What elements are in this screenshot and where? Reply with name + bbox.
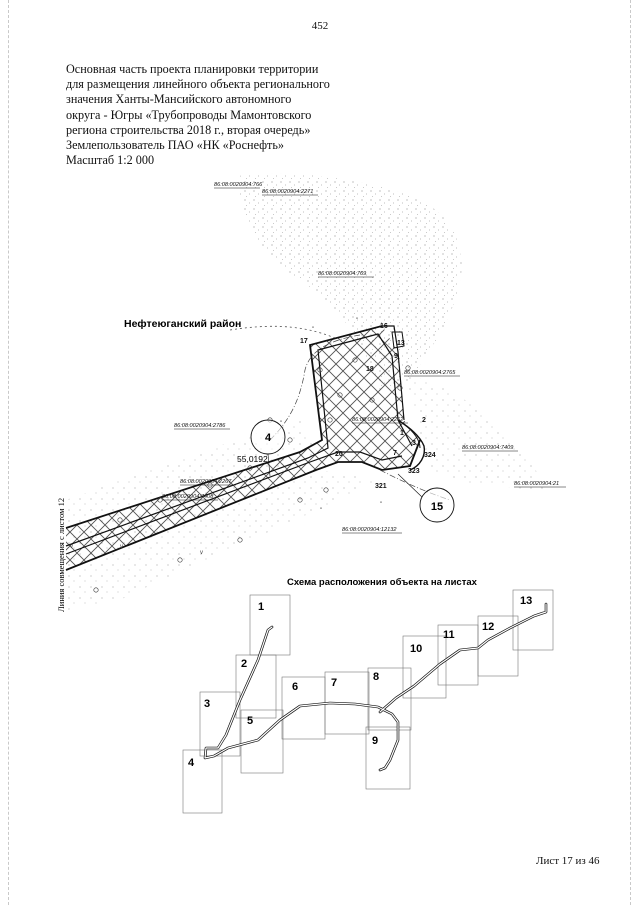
inset-sheet-frame: [182, 749, 223, 814]
inset-sheet-frame: [199, 691, 241, 757]
inset-sheet-label: 8: [373, 671, 379, 683]
sheet-marker-label: 15: [431, 501, 443, 513]
cadastral-label: 86:08:0020904:2262: [352, 417, 404, 423]
svg-text:'': '': [320, 508, 322, 514]
inset-sheet-frame: [240, 709, 284, 774]
inset-sheet-label: 3: [204, 698, 210, 710]
cadastral-label: 86:08:0020904:769: [318, 271, 366, 277]
inset-sheet-label: 10: [410, 643, 422, 655]
svg-text:v: v: [120, 544, 123, 550]
cadastral-label: 86:08:0020904:766: [214, 182, 263, 188]
inset-sheet-frame: [281, 676, 326, 740]
inset-sheet-label: 11: [443, 629, 455, 641]
title-line: региона строительства 2018 г., вторая оч…: [66, 122, 311, 137]
district-border: [229, 325, 336, 339]
inset-sheet-frame: [477, 615, 519, 677]
svg-text:v: v: [70, 544, 73, 550]
inset-sheet-label: 9: [372, 735, 378, 747]
point-label: 18: [366, 366, 374, 373]
title-line: Основная часть проекта планировки террит…: [66, 62, 319, 76]
svg-text:'': '': [356, 318, 358, 324]
pipeline-corridor: [65, 325, 426, 571]
title-line: Землепользователь ПАО «НК «Роснефть»: [66, 138, 285, 153]
title-line: округа - Югры «Трубопроводы Мамонтовског…: [66, 107, 312, 122]
cadastral-label: 86:08:0020904:2786: [174, 423, 226, 429]
inset-route-inner: [204, 603, 547, 771]
inset-sheet-label: 7: [331, 677, 337, 689]
svg-text:'': '': [380, 502, 382, 508]
title-block: Основная часть проекта планировки террит…: [66, 62, 396, 168]
inset-title: Схема расположения объекта на листах: [287, 577, 478, 588]
inset-sheet-label: 12: [482, 621, 494, 633]
inset-sheet-label: 2: [241, 658, 247, 670]
scan-edge-left: [8, 0, 9, 905]
point-label: 2: [422, 417, 426, 424]
distance-label: 55,0192: [237, 454, 268, 464]
point-label: 16: [380, 323, 388, 330]
inset-sheet-label: 5: [247, 715, 253, 727]
cadastral-boundary: [269, 334, 361, 441]
district-label: Нефтеюганский район: [124, 318, 241, 330]
point-label: 3: [412, 440, 416, 447]
scan-edge-right: [630, 0, 631, 905]
point-label: 321: [375, 483, 387, 490]
cadastral-label: 86:08:0020904:2267: [180, 479, 232, 485]
point-label: 323: [408, 468, 420, 475]
sheet-marker-circle: [419, 487, 455, 523]
sheet-marker-label: 4: [265, 432, 272, 444]
title-line: для размещения линейного объекта региона…: [66, 77, 330, 92]
title-line: значения Ханты-Мансийского автономного: [66, 92, 292, 107]
inset-sheet-frame: [402, 635, 447, 699]
point-label: 7: [393, 450, 397, 457]
cadastral-label: 86:08:0020904:7408: [162, 494, 214, 500]
inset-sheet-label: 4: [188, 757, 195, 769]
inset-sheet-frame: [365, 726, 411, 790]
page-number: 452: [311, 20, 329, 32]
point-label: 13: [397, 340, 405, 347]
point-label: 20: [335, 451, 343, 458]
cadastral-label: 86:08:0020904:21: [514, 481, 559, 487]
inset-sheet-frame: [235, 654, 277, 719]
inset-sheet-frame: [249, 594, 291, 656]
matching-line-label: Линия совмещения с листом 12: [56, 498, 66, 612]
inset-sheet-frame: [367, 667, 412, 731]
svg-text:'': '': [280, 421, 282, 427]
point-label: 324: [424, 452, 436, 459]
terrain-stipple: [66, 173, 545, 610]
svg-text:'': '': [312, 327, 314, 333]
point-label: 9: [394, 353, 398, 360]
cadastral-label: 86:08:0020904:2765: [404, 370, 456, 376]
inset-sheet-label: 1: [258, 601, 264, 613]
inset-sheet-frame: [512, 589, 554, 651]
inset-sheet-label: 13: [520, 595, 532, 607]
cadastral-label: 86:08:0020904:2271: [262, 189, 313, 195]
cadastral-label: 86:08:0020904:7409: [462, 445, 513, 451]
inset-sheet-label: 6: [292, 681, 298, 693]
sheet-footer: Лист 17 из 46: [536, 855, 600, 867]
point-label: 1: [400, 430, 404, 437]
terrain-symbols: [93, 357, 411, 593]
scale-label: Масштаб 1:2 000: [66, 153, 155, 168]
svg-text:v: v: [200, 550, 203, 556]
terrain-marks: '' '' '' v v v '' '': [70, 318, 382, 556]
cadastral-label: 86:08:0020904:12132: [342, 527, 397, 533]
point-label: 17: [300, 338, 308, 345]
sheet-layout-inset: Схема расположения объекта на листах 123…: [182, 577, 554, 814]
